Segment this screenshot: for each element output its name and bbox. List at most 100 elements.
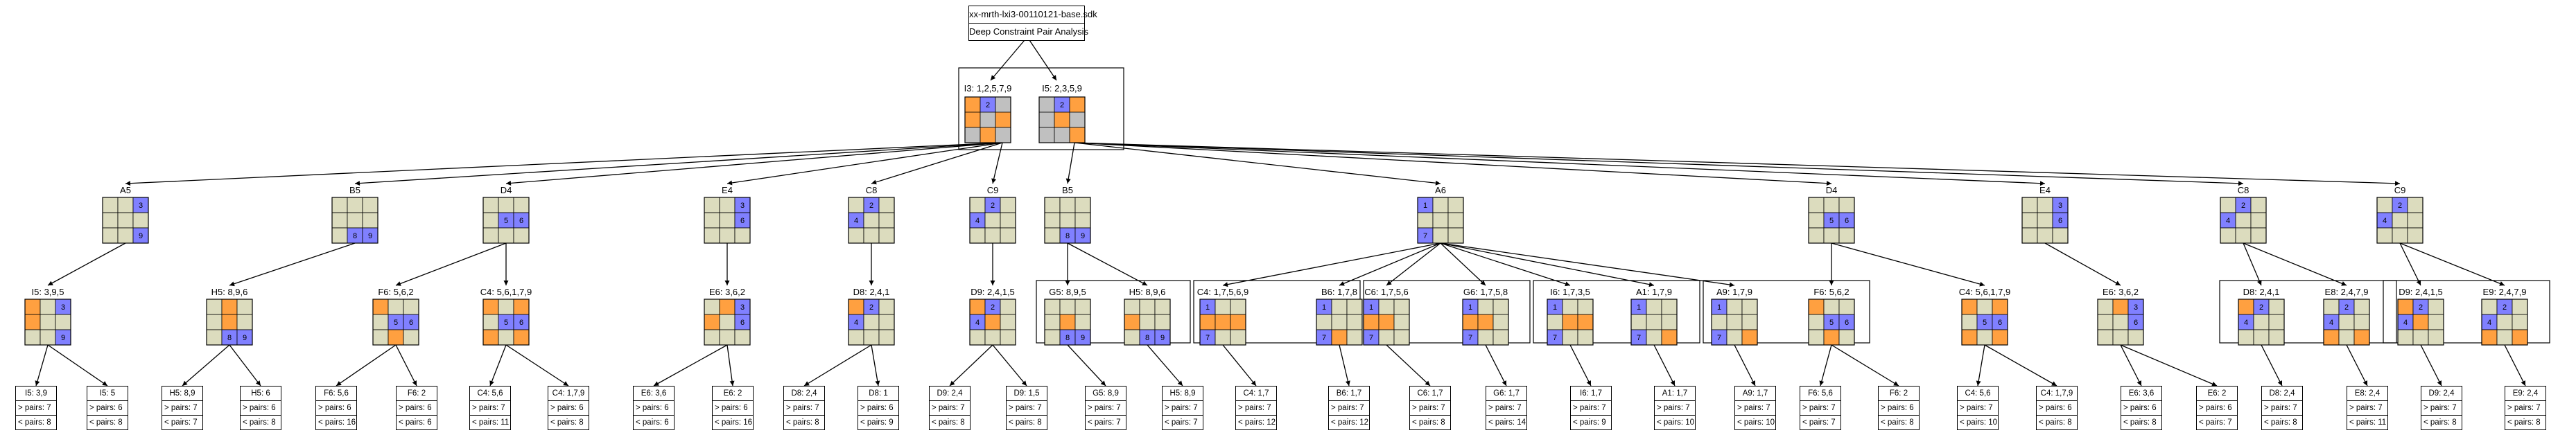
grid-cell xyxy=(1154,299,1171,315)
grid-cell xyxy=(2512,329,2528,346)
grid-cell xyxy=(704,212,720,229)
cell-node-label: C8 xyxy=(865,185,878,195)
pair-count-greater: > pairs: 6 xyxy=(87,400,128,415)
edge-l2-leaf xyxy=(336,344,397,387)
grid-cell xyxy=(482,227,499,244)
grid-cell xyxy=(969,299,986,315)
pair-count-greater: > pairs: 7 xyxy=(470,400,510,415)
grid-cell xyxy=(1417,212,1434,229)
cell-node-label: A6 xyxy=(1435,185,1446,195)
cell-node-label: E4 xyxy=(722,185,733,195)
grid-cell xyxy=(1069,96,1086,113)
grid-cell xyxy=(704,329,720,346)
grid-cell xyxy=(1000,227,1016,244)
pair-count-greater: > pairs: 7 xyxy=(1486,400,1526,415)
candidate-node-grid: 17 xyxy=(1630,299,1678,346)
edge-l2-leaf-arrowhead xyxy=(102,381,107,386)
edge-root-l1-arrowhead xyxy=(727,180,733,186)
edge-l1-l2 xyxy=(2044,242,2121,286)
pair-count-title: C4: 1,7 xyxy=(1243,389,1269,398)
edge-l2-leaf xyxy=(653,344,728,387)
edge-l1-l2-arrowhead xyxy=(1729,282,1734,287)
grid-cell xyxy=(1838,227,1855,244)
grid-cell xyxy=(1393,299,1410,315)
grid-cell xyxy=(2353,314,2370,330)
grid-cell xyxy=(2052,227,2069,244)
pair-count-greater: > pairs: 6 xyxy=(1879,400,1919,415)
pair-count-greater: > pairs: 7 xyxy=(1735,400,1775,415)
pair-count-box: D8: 2,4> pairs: 7< pairs: 8 xyxy=(783,386,825,430)
group-c8-children xyxy=(2219,280,2397,344)
pair-count-less: < pairs: 6 xyxy=(397,415,437,429)
grid-cell xyxy=(206,329,223,346)
pair-count-less: < pairs: 11 xyxy=(2347,415,2387,429)
edge-root-l1-arrowhead xyxy=(871,179,877,185)
grid-cell xyxy=(347,197,363,213)
grid-cell xyxy=(1059,314,1076,330)
cell-node-grid: 39 xyxy=(102,197,149,244)
candidate-node-label: G5: 8,9,5 xyxy=(1049,287,1086,297)
grid-cell xyxy=(1808,227,1825,244)
grid-cell xyxy=(1331,299,1348,315)
pair-count-box: A9: 1,7> pairs: 7< pairs: 10 xyxy=(1734,386,1776,430)
pair-count-greater: > pairs: 7 xyxy=(2347,400,2387,415)
grid-border xyxy=(704,197,751,244)
grid-cell xyxy=(1316,314,1332,330)
edge-l1-l2-arrowhead xyxy=(724,281,730,285)
pair-count-less: < pairs: 14 xyxy=(1486,415,1526,429)
cell-node-label: B5 xyxy=(349,185,360,195)
candidate-node-grid: 36 xyxy=(2097,299,2144,346)
grid-cell xyxy=(1838,329,1855,346)
grid-cell xyxy=(1838,299,1855,315)
grid-cell-digit: 6 xyxy=(1998,319,2002,327)
grid-cell xyxy=(964,96,981,113)
grid-cell xyxy=(372,329,389,346)
grid-cell-digit: 5 xyxy=(504,217,508,225)
grid-cell xyxy=(1038,96,1055,113)
grid-cell xyxy=(2428,329,2444,346)
cell-node-grid: 36 xyxy=(704,197,751,244)
grid-cell xyxy=(2397,329,2414,346)
grid-cell xyxy=(117,212,134,229)
edge-l1-l2 xyxy=(1440,242,1735,286)
grid-cell xyxy=(2323,299,2340,315)
grid-cell xyxy=(513,329,530,346)
grid-cell xyxy=(482,197,499,213)
grid-cell xyxy=(1074,314,1091,330)
candidate-node-grid: 36 xyxy=(704,299,751,346)
grid-cell xyxy=(1646,299,1662,315)
edge-l2-leaf-arrowhead xyxy=(255,380,261,386)
grid-cell xyxy=(331,212,348,229)
edge-l2-leaf-arrowhead xyxy=(950,380,955,386)
grid-cell-digit: 2 xyxy=(991,202,995,210)
grid-cell xyxy=(878,212,895,229)
grid-cell xyxy=(362,197,378,213)
edge-root-l1-arrowhead xyxy=(355,181,360,186)
pair-count-greater: > pairs: 6 xyxy=(397,400,437,415)
pair-count-greater: > pairs: 7 xyxy=(1410,400,1450,415)
edge-l2-leaf xyxy=(1339,344,1350,387)
edge-root-l1 xyxy=(1067,142,1075,184)
pair-count-less: < pairs: 8 xyxy=(2505,415,2545,429)
grid-cell xyxy=(24,299,41,315)
candidate-node-label: G6: 1,7,5,8 xyxy=(1463,287,1508,297)
grid-cell-digit: 7 xyxy=(1322,334,1326,342)
grid-cell xyxy=(236,314,253,330)
pair-count-box: F6: 5,6> pairs: 6< pairs: 16 xyxy=(315,386,357,430)
grid-cell xyxy=(1492,299,1509,315)
edge-l2-leaf-arrowhead xyxy=(2362,380,2367,386)
edge-l2-leaf-arrowhead xyxy=(1251,380,1256,386)
grid-cell xyxy=(2268,314,2285,330)
grid-border xyxy=(2376,197,2423,244)
edge-l1-l2-arrowhead xyxy=(990,281,995,285)
grid-cell xyxy=(1562,314,1578,330)
edge-l2-leaf xyxy=(871,344,879,387)
edge-l1-l2-arrowhead xyxy=(2341,281,2347,286)
edge-l2-leaf-arrowhead xyxy=(1345,380,1350,386)
grid-cell xyxy=(863,212,880,229)
